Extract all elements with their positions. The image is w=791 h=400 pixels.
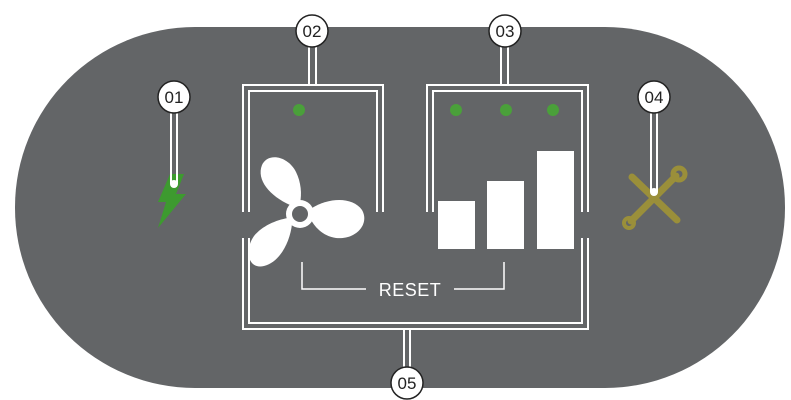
callout-01: 01 — [157, 80, 191, 114]
level-indicator-led-2 — [500, 104, 512, 116]
control-panel — [15, 27, 785, 388]
wrench-screwdriver-icon — [622, 165, 688, 230]
reset-bracket — [301, 262, 505, 290]
fan-mode-frame — [242, 84, 384, 212]
level-bar-1 — [438, 201, 475, 249]
callout-02: 02 — [295, 14, 329, 48]
callout-leaders — [170, 47, 658, 370]
fan-indicator-led — [293, 104, 305, 116]
callout-04-dot — [650, 188, 658, 196]
level-bar-2 — [487, 181, 524, 249]
svg-text:04: 04 — [645, 88, 664, 107]
combined-press-bracket — [242, 238, 589, 330]
level-indicator-led-1 — [450, 104, 462, 116]
level-bar-3 — [537, 151, 574, 249]
lightning-bolt-icon — [158, 174, 186, 228]
signal-bars-icon[interactable] — [438, 151, 574, 249]
level-indicator-led-3 — [547, 104, 559, 116]
callout-03: 03 — [488, 14, 522, 48]
svg-text:05: 05 — [398, 374, 417, 393]
svg-text:03: 03 — [496, 22, 515, 41]
fan-icon[interactable] — [248, 157, 365, 267]
callout-05: 05 — [390, 366, 424, 400]
svg-text:01: 01 — [165, 88, 184, 107]
svg-text:02: 02 — [303, 22, 322, 41]
reset-label: RESET — [379, 280, 442, 300]
callout-01-dot — [170, 180, 178, 188]
callout-04: 04 — [637, 80, 671, 114]
